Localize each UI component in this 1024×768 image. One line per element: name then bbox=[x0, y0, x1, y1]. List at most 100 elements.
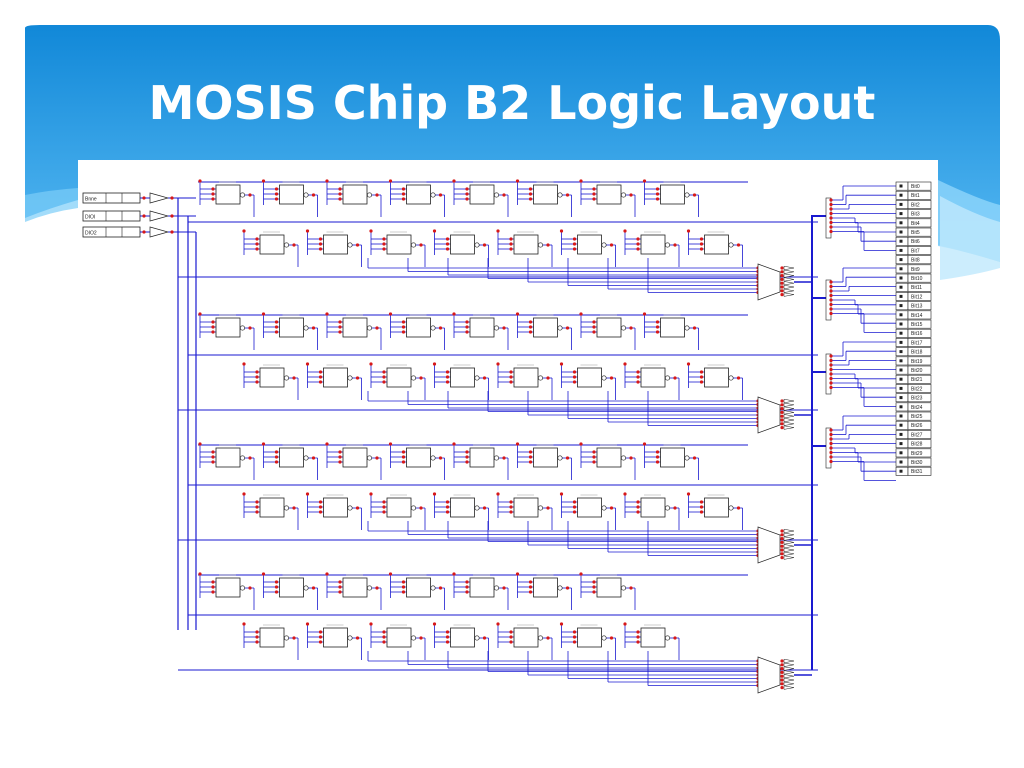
output-pad-marker bbox=[899, 267, 903, 271]
output-bubble bbox=[474, 635, 480, 641]
flop-input-dot bbox=[528, 197, 533, 201]
flop-input-dot bbox=[509, 237, 513, 241]
feed-dot bbox=[388, 179, 393, 183]
output-pad-marker bbox=[899, 377, 903, 381]
output-bubble bbox=[474, 242, 480, 248]
output-port-label: Bit24 bbox=[911, 405, 923, 411]
flop-input-dot bbox=[318, 370, 323, 374]
flop-input-dot bbox=[655, 455, 660, 459]
output-driver bbox=[783, 555, 795, 560]
driver-dot bbox=[780, 414, 784, 418]
input-junction bbox=[170, 214, 174, 218]
flop-input-dot bbox=[572, 247, 577, 251]
flop-output-dot bbox=[502, 586, 506, 590]
flop-input-dot bbox=[382, 630, 386, 634]
input-buffer bbox=[149, 210, 170, 222]
output-bubble bbox=[557, 585, 563, 591]
flop-input-dot bbox=[445, 630, 450, 634]
feed-dot bbox=[623, 229, 627, 233]
flop-output-dot bbox=[565, 586, 570, 590]
output-port-label: Bit30 bbox=[911, 460, 923, 466]
feed-dot bbox=[642, 179, 647, 183]
header-wave-left bbox=[25, 188, 78, 222]
feed-dot bbox=[579, 179, 583, 183]
output-port bbox=[907, 439, 932, 449]
flip-flop bbox=[660, 317, 685, 338]
feed-dot bbox=[325, 312, 329, 316]
flop-input-dot bbox=[509, 640, 513, 644]
feed-dot bbox=[432, 362, 437, 366]
bit-dot bbox=[829, 459, 833, 464]
flop-input-dot bbox=[274, 455, 279, 459]
flop-output-dot bbox=[419, 243, 423, 247]
flop-input-dot bbox=[211, 320, 215, 324]
output-driver bbox=[783, 662, 795, 667]
flop-input-dot bbox=[211, 585, 215, 589]
feed-dot bbox=[623, 492, 627, 496]
output-port-label: Bit8 bbox=[911, 258, 920, 264]
output-bubble bbox=[366, 455, 373, 461]
flop-output-dot bbox=[692, 326, 697, 330]
flop-input-dot bbox=[528, 580, 533, 584]
flop-input-dot bbox=[528, 450, 533, 454]
flop-input-dot bbox=[445, 247, 450, 251]
feed-dot bbox=[579, 442, 583, 446]
output-port-label: Bit2 bbox=[911, 202, 920, 208]
flop-input-dot bbox=[255, 500, 259, 504]
output-port bbox=[907, 190, 932, 200]
flop-input-dot bbox=[338, 460, 342, 464]
flip-flop bbox=[323, 234, 348, 255]
flop-input-dot bbox=[465, 580, 469, 584]
driver-dot bbox=[780, 281, 784, 285]
flop-input-dot bbox=[401, 590, 406, 594]
output-mux bbox=[757, 263, 781, 301]
output-pad-marker bbox=[899, 258, 903, 262]
output-driver bbox=[783, 265, 795, 271]
flop-input-dot bbox=[636, 237, 640, 241]
flop-output-dot bbox=[419, 376, 423, 380]
output-driver bbox=[783, 666, 795, 671]
output-driver bbox=[783, 425, 795, 430]
flop-input-dot bbox=[274, 330, 279, 334]
output-bubble bbox=[664, 242, 671, 248]
flop-input-dot bbox=[699, 242, 704, 246]
flop-output-dot bbox=[609, 636, 614, 640]
flop-output-dot bbox=[292, 243, 296, 247]
flip-flop bbox=[215, 447, 241, 468]
flop-output-dot bbox=[673, 636, 677, 640]
flop-input-dot bbox=[318, 500, 323, 504]
output-port bbox=[907, 227, 932, 237]
flop-output-dot bbox=[736, 376, 741, 380]
output-pad-marker bbox=[899, 359, 903, 363]
output-bubble bbox=[537, 635, 544, 641]
output-port-label: Bit12 bbox=[911, 294, 923, 300]
output-bubble bbox=[430, 192, 436, 198]
bit-dot bbox=[829, 289, 833, 293]
output-driver bbox=[783, 685, 795, 690]
flip-flop bbox=[533, 577, 558, 598]
flop-output-dot bbox=[546, 243, 550, 247]
flop-output-dot bbox=[355, 376, 360, 380]
output-pad-marker bbox=[899, 248, 903, 252]
output-bubble bbox=[493, 192, 500, 198]
flop-input-dot bbox=[572, 500, 577, 504]
flop-input-dot bbox=[255, 630, 259, 634]
flop-input-dot bbox=[592, 192, 596, 196]
feed-dot bbox=[559, 622, 564, 626]
output-bubble bbox=[601, 635, 607, 641]
bit-dot bbox=[829, 302, 833, 307]
flip-flop bbox=[342, 184, 368, 205]
output-driver bbox=[783, 547, 795, 553]
flop-input-dot bbox=[318, 635, 323, 639]
output-bubble bbox=[664, 505, 671, 511]
output-bubble bbox=[601, 242, 607, 248]
flop-input-dot bbox=[338, 187, 342, 191]
flop-output-dot bbox=[375, 456, 379, 460]
feed-dot bbox=[515, 572, 520, 576]
output-bubble bbox=[493, 585, 500, 591]
flop-output-dot bbox=[673, 506, 677, 510]
output-pad-marker bbox=[899, 396, 903, 400]
feed-dot bbox=[388, 442, 393, 446]
bit-dot bbox=[829, 381, 833, 385]
flop-input-dot bbox=[255, 375, 259, 379]
